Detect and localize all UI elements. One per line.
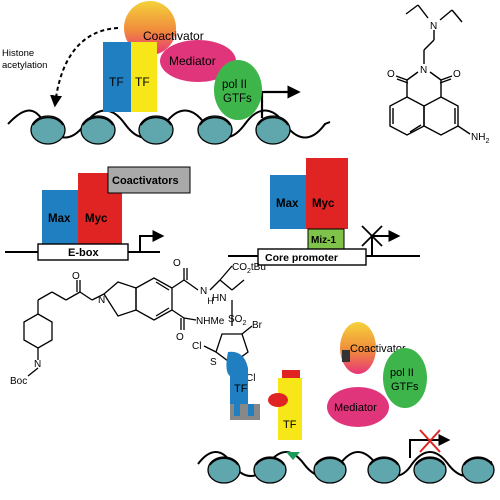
mediator-label: Mediator — [169, 54, 216, 68]
cl-label: Cl — [246, 373, 255, 384]
pol2-label-line2: GTFs — [391, 381, 419, 393]
nucleosome — [253, 456, 287, 484]
mediator-shape — [160, 40, 236, 82]
inhibited-panel: TF TF Coactivator Mediator pol II GTFs — [197, 322, 495, 484]
nucleosome — [367, 456, 401, 484]
atom-o: O — [72, 271, 80, 282]
hn-label: HN — [212, 293, 226, 304]
nhme-label: NHMe — [196, 316, 225, 327]
histone-label-line2: acetylation — [2, 60, 47, 71]
pol2-shape — [383, 348, 427, 408]
coactivator-label: Coactivator — [143, 29, 204, 43]
pol2-label-line1: pol II — [390, 367, 414, 379]
tf-blue-top-cap — [103, 42, 131, 54]
amine-n: N — [430, 21, 437, 32]
imide-n: N — [420, 65, 427, 76]
tf-label: TF — [135, 75, 150, 89]
ebox-element — [37, 243, 129, 261]
max-block — [42, 190, 78, 244]
histone-label-line1: Histone — [2, 48, 34, 59]
dna-wrap — [209, 457, 493, 466]
top-activation-panel: Histone acetylation TF TF Coactivator Me… — [2, 1, 331, 145]
nucleosome — [30, 115, 66, 145]
so2-label: SO2 — [228, 314, 246, 327]
atom-n: N — [34, 359, 41, 370]
atom-o: O — [173, 258, 181, 269]
max-block — [270, 175, 306, 229]
tss-arrow-bottom — [409, 434, 451, 458]
block-x-icon — [419, 429, 441, 453]
tf-yellow-top — [131, 42, 157, 112]
co2tbu-label: CO2tBu — [232, 262, 266, 275]
nucleosome — [413, 456, 447, 484]
nucleosome — [138, 115, 174, 145]
tf-red-oval — [268, 393, 288, 407]
dna-binding-grey — [234, 404, 240, 416]
max-label: Max — [276, 198, 299, 210]
coactivator-dock — [342, 350, 350, 362]
max-label: Max — [48, 213, 71, 225]
tss-arrow-top — [260, 85, 301, 118]
atom-amide-n: NH — [200, 286, 214, 306]
core-promoter-label: Core promoter — [265, 252, 338, 264]
ebox-label: E-box — [68, 247, 99, 259]
mediator-shape — [327, 387, 389, 427]
nh2-label: NH2 — [471, 132, 489, 145]
tf-label: TF — [109, 75, 124, 89]
tss-arrow-ebox — [139, 230, 165, 252]
coactivator-shape — [124, 1, 176, 55]
ebox-panel: Coactivators Max Myc E-box — [5, 166, 191, 261]
coactivators-box — [107, 166, 191, 194]
myc-block — [306, 158, 348, 229]
myc-label: Myc — [85, 213, 108, 225]
atom-n: N — [98, 295, 105, 306]
nucleosome — [207, 456, 241, 484]
tf-label: TF — [283, 419, 297, 431]
mediator-label: Mediator — [334, 402, 377, 414]
s-label: S — [210, 357, 217, 368]
cl-label: Cl — [192, 341, 201, 352]
tf-label: TF — [234, 383, 248, 395]
tf-yellow-bottom — [278, 378, 302, 440]
nucleosome — [461, 456, 495, 484]
binding-site-marker — [286, 452, 300, 460]
block-x-icon — [361, 225, 383, 247]
pol2-shape — [214, 60, 262, 120]
naphthalimide-labels: N N O O NH2 — [387, 21, 489, 145]
dna-binding-grey — [248, 404, 254, 416]
myc-label: Myc — [312, 198, 335, 210]
carbonyl-o: O — [453, 69, 461, 80]
tf-blue-bound — [226, 351, 248, 408]
nucleosome — [80, 115, 116, 145]
pol2-label-line1: pol II — [222, 79, 247, 91]
histone-acetylation-arrow — [50, 27, 119, 108]
pol2-label-line2: GTFs — [223, 93, 252, 105]
dna-wrap — [32, 116, 289, 126]
br-label: Br — [252, 320, 263, 331]
miz1-label: Miz-1 — [311, 235, 336, 246]
nucleosome — [255, 115, 291, 145]
coactivators-label: Coactivators — [112, 175, 179, 187]
carbonyl-o: O — [387, 69, 395, 80]
nucleosome — [197, 115, 233, 145]
inhibitor-labels: O O O N NH CO2tBu HN SO2 NHMe Br Cl Cl S… — [10, 258, 266, 387]
inhibitor-molecule — [23, 265, 253, 377]
miz-panel: Max Myc Miz-1 Core promoter — [228, 158, 420, 266]
nucleosome — [313, 456, 347, 484]
atom-o: O — [176, 332, 184, 343]
coactivator-label: Coactivator — [350, 343, 406, 355]
naphthalimide-structure — [389, 4, 471, 136]
core-promoter-element — [257, 248, 367, 266]
boc-label: Boc — [10, 376, 27, 387]
